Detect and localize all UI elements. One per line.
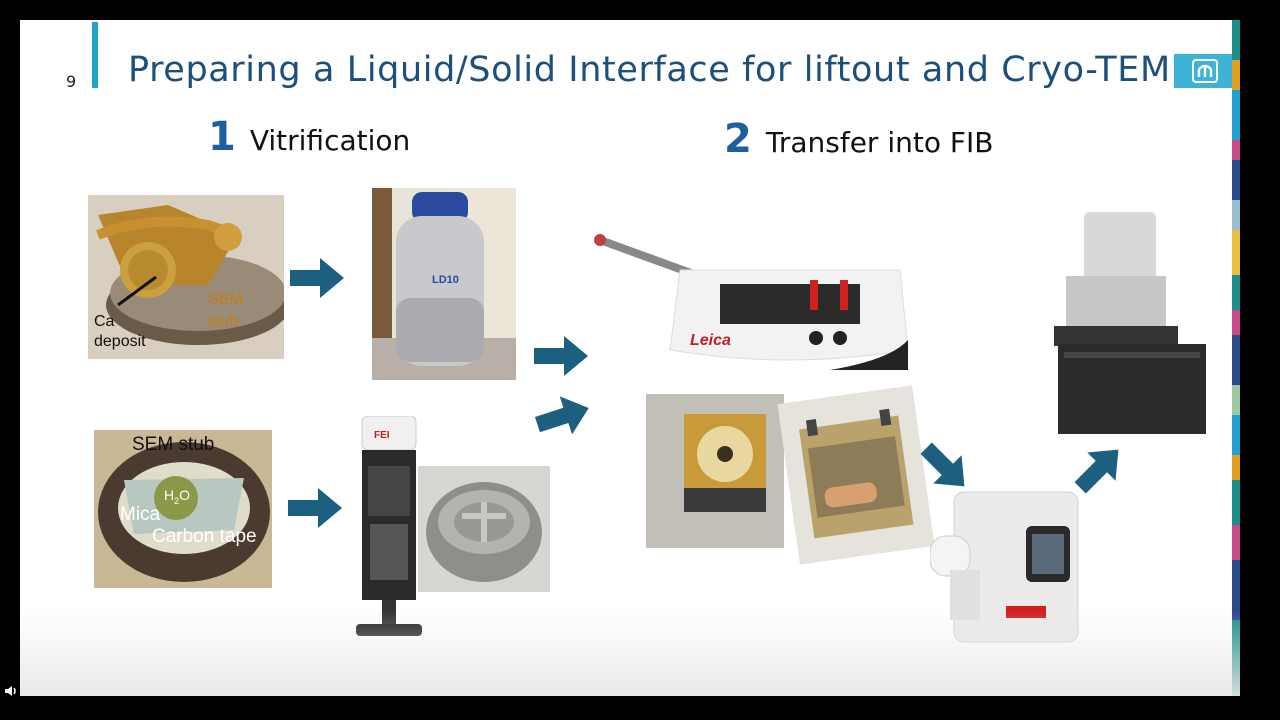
photo-leica-loading-station: Leica [590,220,910,390]
label-stub: stub [208,313,239,330]
label-fei: FEI [374,430,390,441]
step-2-heading: 2 Transfer into FIB [724,116,993,162]
arrow-right-icon [534,336,588,376]
page-number: 9 [66,72,77,91]
photo-rotated-holder [777,385,935,565]
slide-title: Preparing a Liquid/Solid Interface for l… [128,50,1171,90]
label-ca: Ca [94,313,115,330]
step-1-label: Vitrification [249,124,411,157]
photo-sem-stub-ca-deposit: Ca deposit SEM stub [88,195,284,359]
sandia-logo-icon [1174,54,1236,88]
arrow-right-icon [290,258,344,298]
step-2-number: 2 [724,116,752,162]
photo-mica-sem-stub: SEM stub H2O Mica Carbon tape [94,430,272,588]
photo-leica-cryo-unit [930,486,1086,648]
photo-grid-box-puck [418,466,550,592]
step-1-heading: 1 Vitrification [208,114,410,160]
title-accent-bar [92,22,98,88]
label-leica: Leica [690,332,731,349]
label-carbon-tape: Carbon tape [152,526,257,547]
step-1-number: 1 [208,114,236,160]
decorative-color-strip [1232,20,1240,696]
arrow-right-icon [534,396,589,435]
slide: 9 Preparing a Liquid/Solid Interface for… [20,20,1240,696]
label-sem: SEM [208,291,243,308]
label-deposit: deposit [94,333,146,350]
photo-fei-vitrobot: FEI [356,416,422,642]
label-ld10: LD10 [432,274,459,286]
step-2-label: Transfer into FIB [765,126,994,159]
label-mica: Mica [120,504,161,525]
arrow-down-right-icon [920,442,965,487]
photo-fib-sem-instrument [1024,206,1208,436]
speaker-icon[interactable] [4,684,18,698]
arrow-right-icon [288,488,342,528]
label-sem-stub: SEM stub [132,434,215,455]
photo-shuttle-holder [646,394,784,548]
arrow-up-right-icon [1074,449,1119,494]
label-h2o: H2O [164,487,191,506]
photo-ln2-dewar: LD10 [372,188,516,380]
